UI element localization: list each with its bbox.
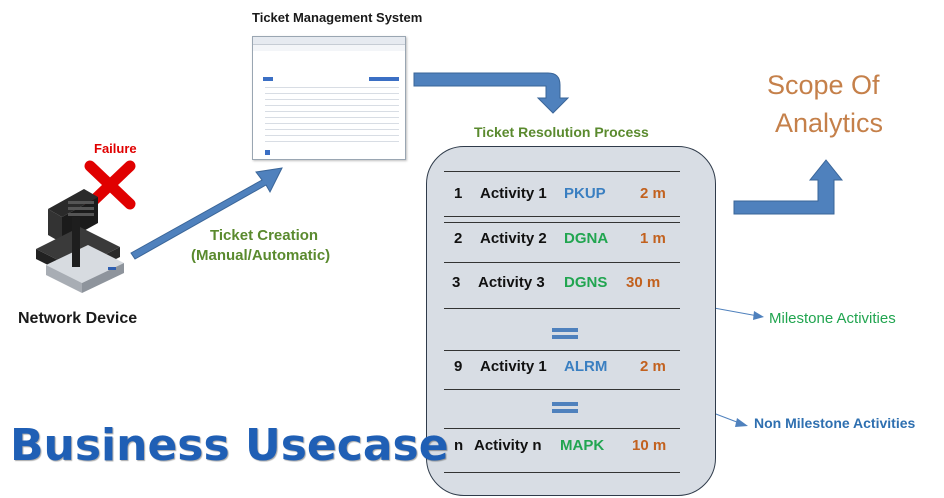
divider — [444, 216, 680, 217]
activity-number: 2 — [454, 230, 463, 247]
tms-table-row — [265, 123, 399, 124]
activity-row: n Activity n MAPK 10 m — [446, 437, 696, 459]
divider — [444, 350, 680, 351]
activity-duration: 10 m — [632, 437, 667, 454]
divider — [444, 389, 680, 390]
network-device-icon — [36, 189, 124, 293]
divider — [444, 171, 680, 172]
activity-code: PKUP — [564, 185, 606, 202]
activity-code: DGNA — [564, 230, 609, 247]
tms-table-row — [265, 129, 399, 130]
activity-code: ALRM — [564, 358, 608, 375]
activity-number: 1 — [454, 185, 463, 202]
activity-duration: 2 m — [640, 358, 666, 375]
activity-name: Activity 1 — [480, 185, 547, 202]
tms-to-process-arrow — [413, 72, 570, 114]
activity-number: n — [454, 437, 464, 454]
milestone-connector-head — [753, 311, 764, 320]
divider — [444, 222, 680, 223]
ellipsis-bar — [552, 335, 578, 339]
activity-number: 3 — [452, 274, 461, 291]
divider — [444, 262, 680, 263]
activity-row: 2 Activity 2 DGNA 1 m — [446, 230, 696, 252]
tms-button — [263, 77, 273, 81]
ellipsis-bar — [552, 409, 578, 413]
ellipsis-bar — [552, 402, 578, 406]
activity-name: Activity 2 — [480, 230, 547, 247]
tms-table-row — [265, 117, 399, 118]
process-to-scope-arrow — [733, 159, 844, 215]
milestone-activities-label: Milestone Activities — [769, 310, 896, 327]
tms-table-row — [265, 135, 399, 136]
activity-duration: 2 m — [640, 185, 666, 202]
network-device-label: Network Device — [18, 310, 138, 327]
ellipsis-bar — [552, 328, 578, 332]
divider — [444, 428, 680, 429]
tms-window-bar — [253, 37, 405, 45]
tms-table-row — [265, 111, 399, 112]
tms-screenshot — [252, 36, 406, 160]
ticket-creation-mode-label: (Manual/Automatic) — [191, 247, 331, 264]
tms-table-row — [265, 99, 399, 100]
non-milestone-activities-label: Non Milestone Activities — [754, 415, 916, 431]
failure-label: Failure — [94, 141, 137, 156]
divider — [444, 308, 680, 309]
tms-title: Ticket Management System — [252, 10, 423, 25]
tms-table-row — [265, 105, 399, 106]
ticket-creation-label: Ticket Creation — [210, 227, 319, 244]
page-title: Business Usecase — [10, 420, 449, 471]
activity-name: Activity 3 — [478, 274, 545, 291]
activity-row: 1 Activity 1 PKUP 2 m — [446, 185, 696, 207]
tms-pager — [265, 150, 270, 155]
activity-number: 9 — [454, 358, 463, 375]
activity-row: 9 Activity 1 ALRM 2 m — [446, 358, 696, 380]
non-milestone-connector-head — [735, 418, 748, 427]
ticket-resolution-process-title: Ticket Resolution Process — [474, 124, 649, 140]
tms-table-row — [265, 141, 399, 142]
tms-button — [369, 77, 399, 81]
activity-name: Activity n — [474, 437, 542, 454]
divider — [444, 472, 680, 473]
activity-code: MAPK — [560, 437, 605, 454]
activity-name: Activity 1 — [480, 358, 547, 375]
activity-row: 3 Activity 3 DGNS 30 m — [446, 274, 696, 296]
tms-table-row — [265, 87, 399, 88]
activity-duration: 30 m — [626, 274, 661, 291]
activity-code: DGNS — [564, 274, 608, 291]
ticket-resolution-process-box — [426, 146, 716, 496]
tms-tab-bar — [253, 45, 405, 51]
ticket-creation-arrow — [130, 167, 283, 260]
activity-duration: 1 m — [640, 230, 666, 247]
scope-of-analytics-line1: Scope Of — [767, 70, 880, 100]
scope-of-analytics-line2: Analytics — [775, 108, 884, 138]
tms-table-row — [265, 93, 399, 94]
